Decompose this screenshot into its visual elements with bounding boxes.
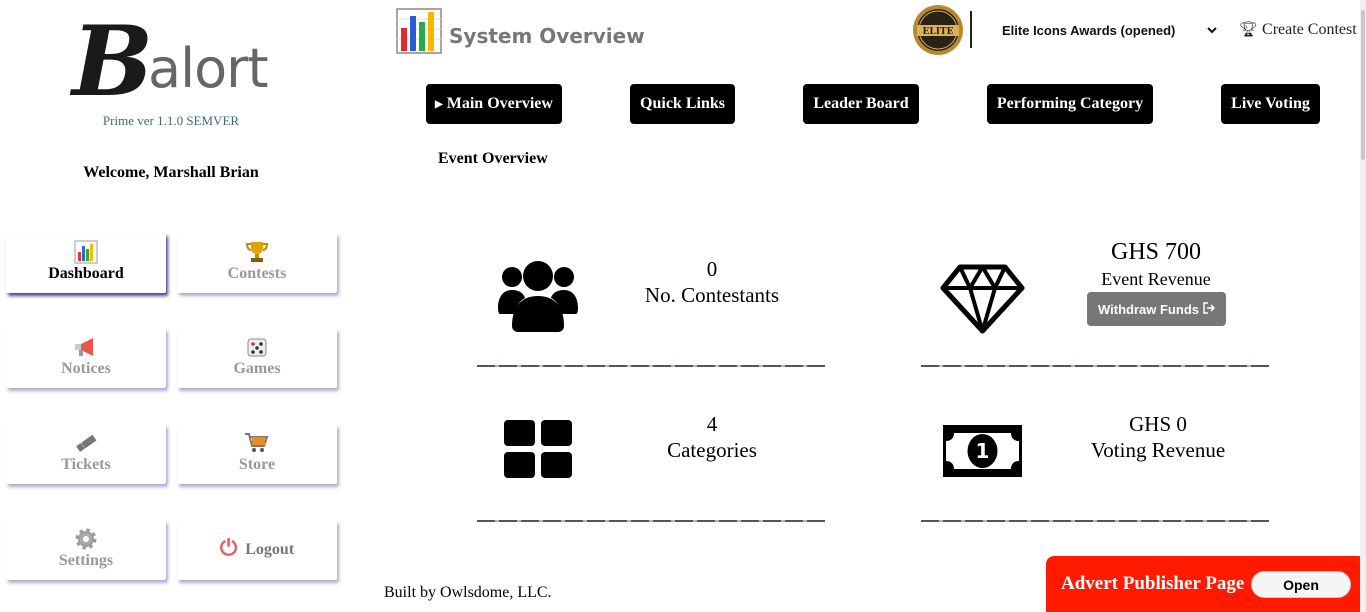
categories-stat: 4 Categories: [612, 411, 812, 463]
diamond-icon: [940, 264, 1025, 338]
nav-label: Notices: [61, 360, 111, 377]
nav-games[interactable]: Games: [177, 328, 337, 388]
withdraw-label: Withdraw Funds: [1098, 301, 1199, 317]
revenue-stat: GHS 700 Event Revenue: [1056, 239, 1256, 294]
tab-label: Performing Category: [996, 95, 1144, 112]
brand-logo[interactable]: B alort: [72, 14, 272, 110]
create-contest-link[interactable]: 🏆︎ Create Contest: [1239, 20, 1357, 39]
nav-label: Dashboard: [48, 265, 124, 282]
tab-label: Live Voting: [1231, 95, 1310, 112]
gear-icon: [6, 527, 166, 551]
nav-logout[interactable]: ⏻ Logout: [177, 520, 337, 580]
nav-tickets[interactable]: Tickets: [6, 424, 166, 484]
withdraw-funds-button[interactable]: Withdraw Funds: [1087, 292, 1226, 326]
header-divider: [970, 11, 972, 48]
nav-settings[interactable]: Settings: [6, 520, 166, 580]
app-version: Prime ver 1.1.0 SEMVER: [102, 113, 240, 128]
section-title: Event Overview: [438, 150, 548, 167]
nav-label: Games: [233, 360, 281, 377]
svg-text:1: 1: [976, 439, 990, 463]
nav-label: Contests: [227, 265, 287, 282]
categories-label: Categories: [667, 438, 757, 462]
contestants-stat: 0 No. Contestants: [612, 256, 812, 308]
caret-right-icon: ▶: [435, 98, 443, 110]
logo-initial: B: [72, 5, 154, 118]
logo-text: alort: [148, 37, 269, 100]
users-icon: [498, 260, 578, 336]
create-contest-label: Create Contest: [1262, 21, 1357, 38]
nav-notices[interactable]: Notices: [6, 328, 166, 388]
grid-icon: [504, 420, 572, 482]
advert-label: Advert Publisher Page: [1061, 573, 1245, 594]
megaphone-icon: [6, 335, 166, 359]
nav-label: Tickets: [61, 456, 111, 473]
contestants-value: 0: [706, 257, 718, 281]
system-overview-icon: [396, 8, 442, 54]
revenue-value: GHS 700: [1110, 239, 1201, 265]
tab-main-overview[interactable]: ▶ Main Overview: [426, 84, 562, 124]
nav-label: Store: [238, 456, 276, 473]
revenue-label: Event Revenue: [1101, 269, 1211, 289]
scrollbar-track[interactable]: [1360, 0, 1366, 612]
tab-leader-board[interactable]: Leader Board: [803, 84, 919, 124]
trophy-icon: [177, 240, 337, 264]
badge-text: ELITE: [923, 27, 954, 37]
nav-label: Logout: [245, 541, 295, 558]
dice-icon: [177, 335, 337, 359]
tab-live-voting[interactable]: Live Voting: [1221, 84, 1320, 124]
power-icon: ⏻: [219, 536, 238, 561]
event-select[interactable]: Elite Icons Awards (opened): [998, 19, 1220, 41]
nav-contests[interactable]: Contests: [177, 233, 337, 293]
tab-quick-links[interactable]: Quick Links: [630, 84, 735, 124]
footer-credit: Built by Owlsdome, LLC.: [384, 584, 552, 601]
money-bill-icon: 1: [943, 425, 1022, 481]
divider-line: [921, 365, 1269, 367]
tab-label: Main Overview: [446, 95, 553, 112]
categories-value: 4: [706, 412, 718, 436]
divider-line: [477, 520, 825, 522]
tab-label: Leader Board: [813, 95, 909, 112]
cart-icon: [177, 431, 337, 455]
sidebar: B alort Prime ver 1.1.0 SEMVER Welcome, …: [0, 0, 345, 612]
welcome-message: Welcome, Marshall Brian: [83, 164, 259, 181]
sign-out-icon: [1203, 301, 1216, 317]
nav-dashboard[interactable]: Dashboard: [6, 233, 166, 293]
nav-store[interactable]: Store: [177, 424, 337, 484]
tab-label: Quick Links: [640, 95, 725, 112]
voting-revenue-stat: GHS 0 Voting Revenue: [1056, 411, 1260, 463]
page-title: System Overview: [449, 24, 645, 48]
scrollbar-thumb[interactable]: [1361, 10, 1365, 160]
advert-panel: Advert Publisher Page Open: [1046, 556, 1366, 612]
divider-line: [921, 520, 1269, 522]
voting-revenue-value: GHS 0: [1129, 412, 1187, 436]
advert-open-button[interactable]: Open: [1251, 571, 1351, 598]
elite-badge[interactable]: ELITE: [911, 4, 965, 56]
bar-chart-icon: [6, 240, 166, 264]
nav-label: Settings: [58, 552, 114, 569]
trophy-icon: 🏆︎: [1239, 20, 1259, 38]
voting-revenue-label: Voting Revenue: [1090, 438, 1226, 462]
ticket-icon: [6, 431, 166, 455]
contestants-label: No. Contestants: [644, 283, 780, 307]
tab-performing-category[interactable]: Performing Category: [987, 84, 1153, 124]
divider-line: [477, 365, 825, 367]
